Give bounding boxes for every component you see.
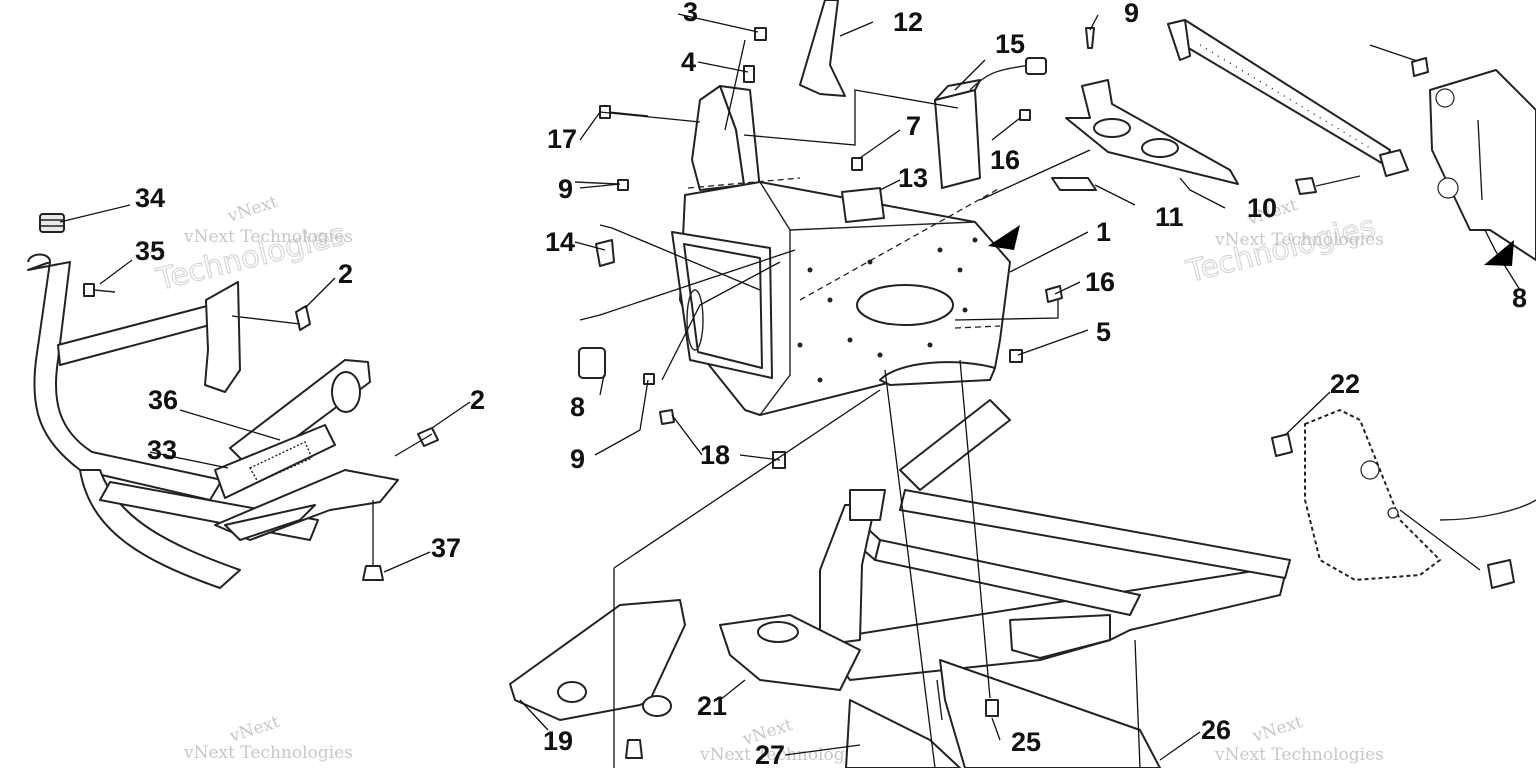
callout-4: 4 [681, 47, 696, 77]
callout-15: 15 [995, 29, 1025, 59]
callout-16: 16 [1085, 267, 1115, 297]
watermark-left: vNext vNext Technologies Technologies [152, 192, 353, 299]
upper-right-strut [988, 19, 1536, 266]
callout-26: 26 [1201, 715, 1231, 745]
callout-17: 17 [547, 124, 577, 154]
svg-text:vNext: vNext [1249, 712, 1305, 747]
watermark-bottom-right: vNext vNext Technologies [1214, 712, 1384, 765]
callout-9: 9 [558, 174, 573, 204]
front-panel-assembly [574, 0, 1239, 469]
callout-35: 35 [135, 236, 165, 266]
callout-19: 19 [543, 726, 573, 756]
callout-1: 1 [1096, 217, 1111, 247]
callout-12: 12 [893, 7, 923, 37]
callout-9: 9 [1124, 0, 1139, 28]
callout-36: 36 [148, 385, 178, 415]
svg-text:vNext: vNext [226, 712, 282, 747]
svg-text:vNext Technologies: vNext Technologies [183, 743, 353, 763]
callout-8: 8 [570, 392, 585, 422]
callout-33: 33 [147, 435, 177, 465]
callout-16: 16 [990, 145, 1020, 175]
svg-text:Technologies: Technologies [1182, 209, 1378, 290]
callout-13: 13 [898, 163, 928, 193]
callout-22: 22 [1330, 369, 1360, 399]
svg-text:vNext Technologies: vNext Technologies [1214, 230, 1384, 250]
callout-18: 18 [700, 440, 730, 470]
callout-25: 25 [1011, 727, 1041, 757]
callout-34: 34 [135, 183, 165, 213]
lower-frame-assembly [509, 359, 1291, 768]
callout-5: 5 [1096, 317, 1111, 347]
callout-3: 3 [683, 0, 698, 27]
panel-holes [797, 237, 978, 383]
callout-11: 11 [1155, 202, 1184, 232]
bracket-22 [1271, 409, 1536, 589]
callout-37: 37 [431, 533, 461, 563]
callout-21: 21 [697, 691, 727, 721]
watermark-bottom-left: vNext vNext Technologies [183, 712, 353, 763]
callout-8: 8 [1512, 283, 1527, 313]
callout-9: 9 [570, 444, 585, 474]
callout-10: 10 [1247, 193, 1277, 223]
callout-14: 14 [545, 227, 575, 257]
callout-labels: 1 2 2 3 4 5 7 8 8 9 9 9 10 11 12 13 14 1… [135, 0, 1527, 768]
watermark-right: vNext vNext Technologies Technologies [1182, 195, 1384, 291]
callout-7: 7 [906, 111, 921, 141]
svg-text:vNext: vNext [224, 192, 280, 227]
svg-text:vNext Technologies: vNext Technologies [1214, 745, 1384, 765]
leader-lines [59, 13, 1521, 573]
callout-27: 27 [755, 740, 785, 768]
callout-2: 2 [470, 385, 485, 415]
svg-text:vNext Technologies: vNext Technologies [183, 227, 353, 247]
front-bumper-assembly [27, 213, 439, 589]
callout-2: 2 [338, 259, 353, 289]
